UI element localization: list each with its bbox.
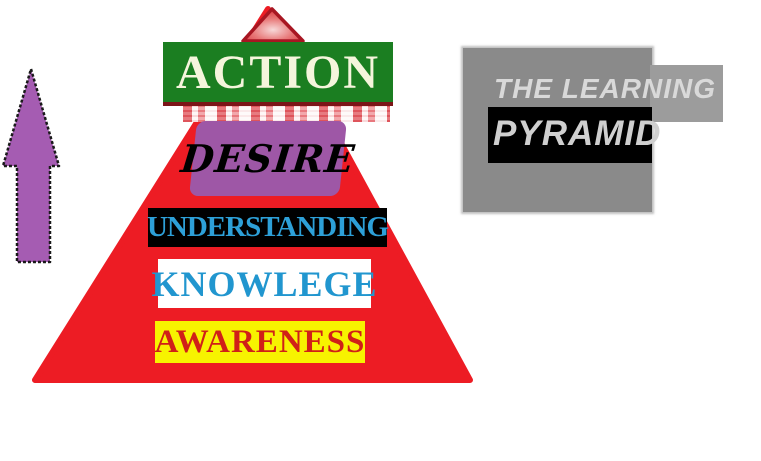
- level-action-label: ACTION: [175, 45, 381, 99]
- legend-title-line1: THE LEARNING: [494, 73, 716, 104]
- level-action: ACTION: [163, 42, 393, 106]
- level-understanding-label: UNDERSTANDING: [146, 211, 389, 243]
- level-desire: DESIRE: [179, 121, 357, 196]
- legend-gray-tab: [650, 65, 723, 122]
- apex-texture-band: [183, 104, 390, 122]
- level-knowlege: KNOWLEGE: [151, 259, 377, 308]
- level-desire-label: DESIRE: [178, 136, 358, 181]
- pyramid-apex-shape: [241, 7, 305, 43]
- level-understanding: UNDERSTANDING: [146, 208, 389, 247]
- legend-title-line2: PYRAMID: [493, 114, 662, 153]
- level-knowlege-label: KNOWLEGE: [151, 263, 378, 304]
- legend-black-bar: [488, 107, 652, 163]
- level-awareness: AWARENESS: [155, 321, 365, 363]
- level-awareness-label: AWARENESS: [154, 323, 366, 360]
- up-arrow-icon: [1, 67, 61, 264]
